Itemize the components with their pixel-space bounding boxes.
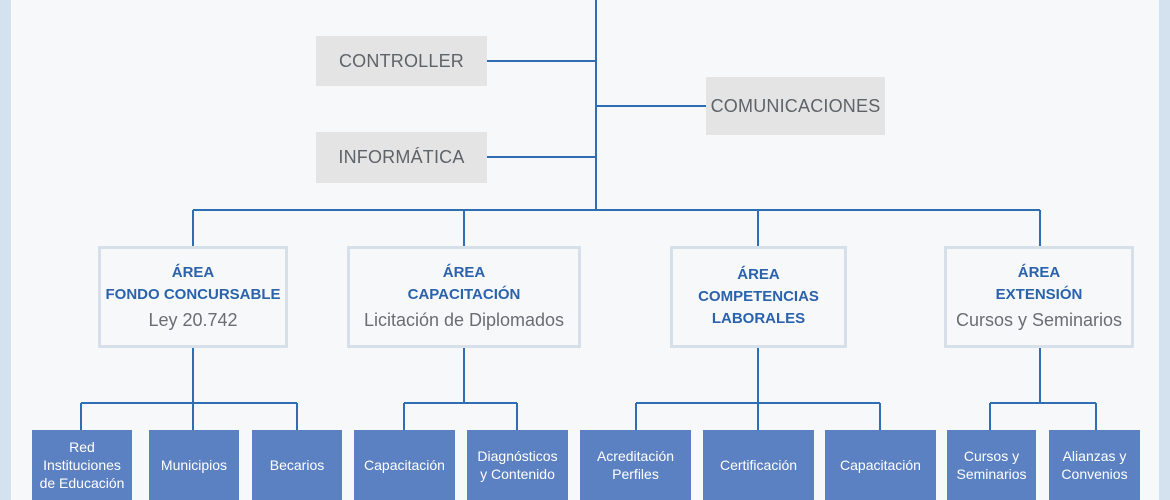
unit-red-instituciones: Red Instituciones de Educación — [32, 430, 132, 500]
area-subtitle: Licitación de Diplomados — [363, 309, 565, 330]
informatica-label: INFORMÁTICA — [338, 147, 465, 167]
area-title-line3: LABORALES — [711, 310, 806, 327]
unit-line: Seminarios — [956, 466, 1027, 482]
area-subtitle: Ley 20.742 — [148, 309, 238, 330]
controller-box: CONTROLLER — [316, 36, 487, 86]
area-extension: ÁREA EXTENSIÓN Cursos y Seminarios — [944, 246, 1134, 348]
unit-line: de Educación — [39, 475, 125, 491]
unit-line: Red — [69, 439, 95, 455]
unit-capacitacion: Capacitación — [354, 430, 455, 500]
unit-line: Alianzas y — [1062, 448, 1127, 464]
area-fondo-concursable: ÁREA FONDO CONCURSABLE Ley 20.742 — [98, 246, 288, 348]
comunicaciones-box: COMUNICACIONES — [706, 77, 885, 135]
unit-line: Certificación — [719, 457, 798, 473]
area-title-line1: ÁREA — [442, 263, 486, 281]
unit-line: Diagnósticos — [477, 448, 558, 464]
informatica-box: INFORMÁTICA — [316, 132, 487, 183]
unit-capacitacion-2: Capacitación — [825, 430, 936, 500]
area-title-line1: ÁREA — [1017, 263, 1061, 281]
unit-line: Instituciones — [43, 457, 121, 473]
unit-line: Capacitación — [840, 457, 921, 473]
comunicaciones-label: COMUNICACIONES — [710, 95, 881, 116]
unit-line: Becarios — [269, 457, 325, 473]
area-title-line1: ÁREA — [171, 263, 215, 281]
unit-alianzas-convenios: Alianzas y Convenios — [1049, 430, 1140, 500]
unit-certificacion: Certificación — [703, 430, 814, 500]
unit-municipios: Municipios — [149, 430, 239, 500]
unit-diagnosticos: Diagnósticos y Contenido — [467, 430, 568, 500]
area-subtitle: Cursos y Seminarios — [955, 309, 1123, 330]
unit-line: Capacitación — [364, 457, 445, 473]
area-title-line1: ÁREA — [737, 266, 780, 283]
area-title-line2: CAPACITACIÓN — [407, 285, 521, 303]
unit-line: Perfiles — [612, 466, 659, 482]
controller-label: CONTROLLER — [338, 50, 465, 71]
unit-line: Convenios — [1061, 466, 1128, 482]
area-title-line2: FONDO CONCURSABLE — [105, 285, 281, 303]
unit-acreditacion-perfiles: Acreditación Perfiles — [580, 430, 691, 500]
unit-line: Acreditación — [596, 448, 675, 464]
unit-line: Municipios — [160, 457, 228, 473]
unit-line: y Contenido — [480, 466, 555, 482]
unit-cursos-seminarios: Cursos y Seminarios — [947, 430, 1036, 500]
area-title-line2: COMPETENCIAS — [698, 288, 819, 305]
unit-line: Cursos y — [963, 448, 1020, 464]
unit-becarios: Becarios — [252, 430, 342, 500]
area-title-line2: EXTENSIÓN — [995, 285, 1083, 303]
area-competencias-laborales: ÁREA COMPETENCIAS LABORALES — [670, 246, 847, 348]
area-capacitacion: ÁREA CAPACITACIÓN Licitación de Diplomad… — [347, 246, 581, 348]
